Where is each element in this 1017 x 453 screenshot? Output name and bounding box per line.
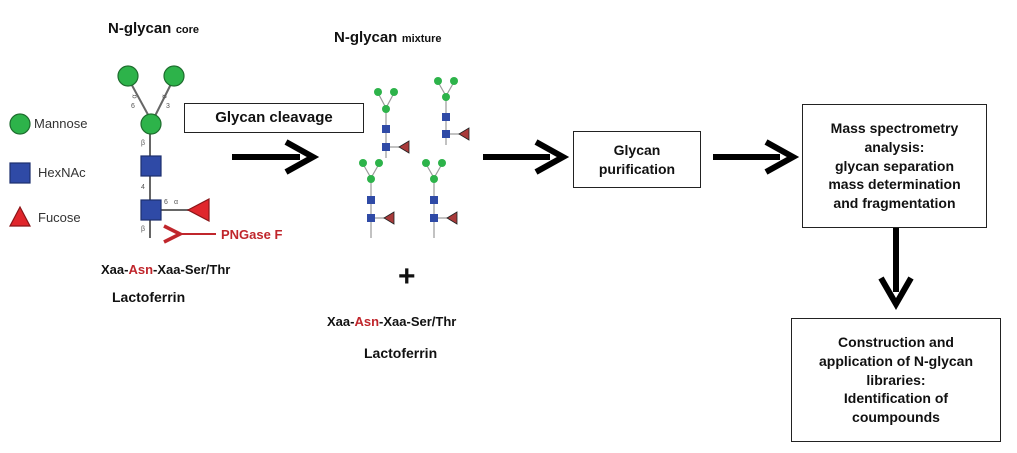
small-glycan xyxy=(359,159,395,238)
small-glycan xyxy=(422,159,458,238)
linkage-label: 3 xyxy=(166,103,170,110)
step-mass-spectrometry: Mass spectrometry analysis: glycan separ… xyxy=(802,104,987,228)
hexnac-node xyxy=(140,199,162,221)
core-title: N-glycan core xyxy=(108,20,200,37)
small-glycan xyxy=(434,77,470,145)
mannose-node xyxy=(163,65,185,87)
linkage-label: α xyxy=(131,94,139,99)
legend-shapes xyxy=(9,113,31,227)
small-glycan xyxy=(374,88,410,158)
legend-fucose-icon xyxy=(9,205,31,227)
peptide-sequence: Xaa-Asn-Xaa-Ser/Thr xyxy=(327,314,457,329)
step-glycan-cleavage: Glycan cleavage xyxy=(184,103,364,133)
pngase-label: PNGase F xyxy=(221,227,283,242)
linkage-label: 6 xyxy=(131,103,135,110)
step-glycan-purification: Glycan purification xyxy=(573,131,701,188)
plus-sign: + xyxy=(398,260,416,293)
mannose-node xyxy=(117,65,139,87)
hexnac-node xyxy=(140,155,162,177)
peptide-sequence: Xaa-Asn-Xaa-Ser/Thr xyxy=(101,262,231,277)
fucose-node xyxy=(186,198,210,222)
legend-mannose-icon xyxy=(9,113,31,135)
linkage-label: 4 xyxy=(141,184,145,191)
linkage-label: α xyxy=(161,94,169,99)
glycan-core-structure xyxy=(117,65,210,238)
linkage-label: β xyxy=(141,226,146,233)
step-library-construction: Construction and application of N-glycan… xyxy=(791,318,1001,442)
linkage-label: 6 xyxy=(164,199,168,206)
legend-fucose-label: Fucose xyxy=(38,210,81,225)
protein-label: Lactoferrin xyxy=(364,345,438,361)
legend-hexnac-label: HexNAc xyxy=(38,165,86,180)
linkage-label: β xyxy=(141,140,146,147)
mannose-node xyxy=(140,113,162,135)
protein-label: Lactoferrin xyxy=(112,289,186,305)
legend-mannose-label: Mannose xyxy=(34,116,88,131)
legend-hexnac-icon xyxy=(9,162,31,184)
process-arrows xyxy=(232,139,914,311)
linkage-label: α xyxy=(174,199,179,206)
mixture-title: N-glycan mixture xyxy=(334,29,442,46)
